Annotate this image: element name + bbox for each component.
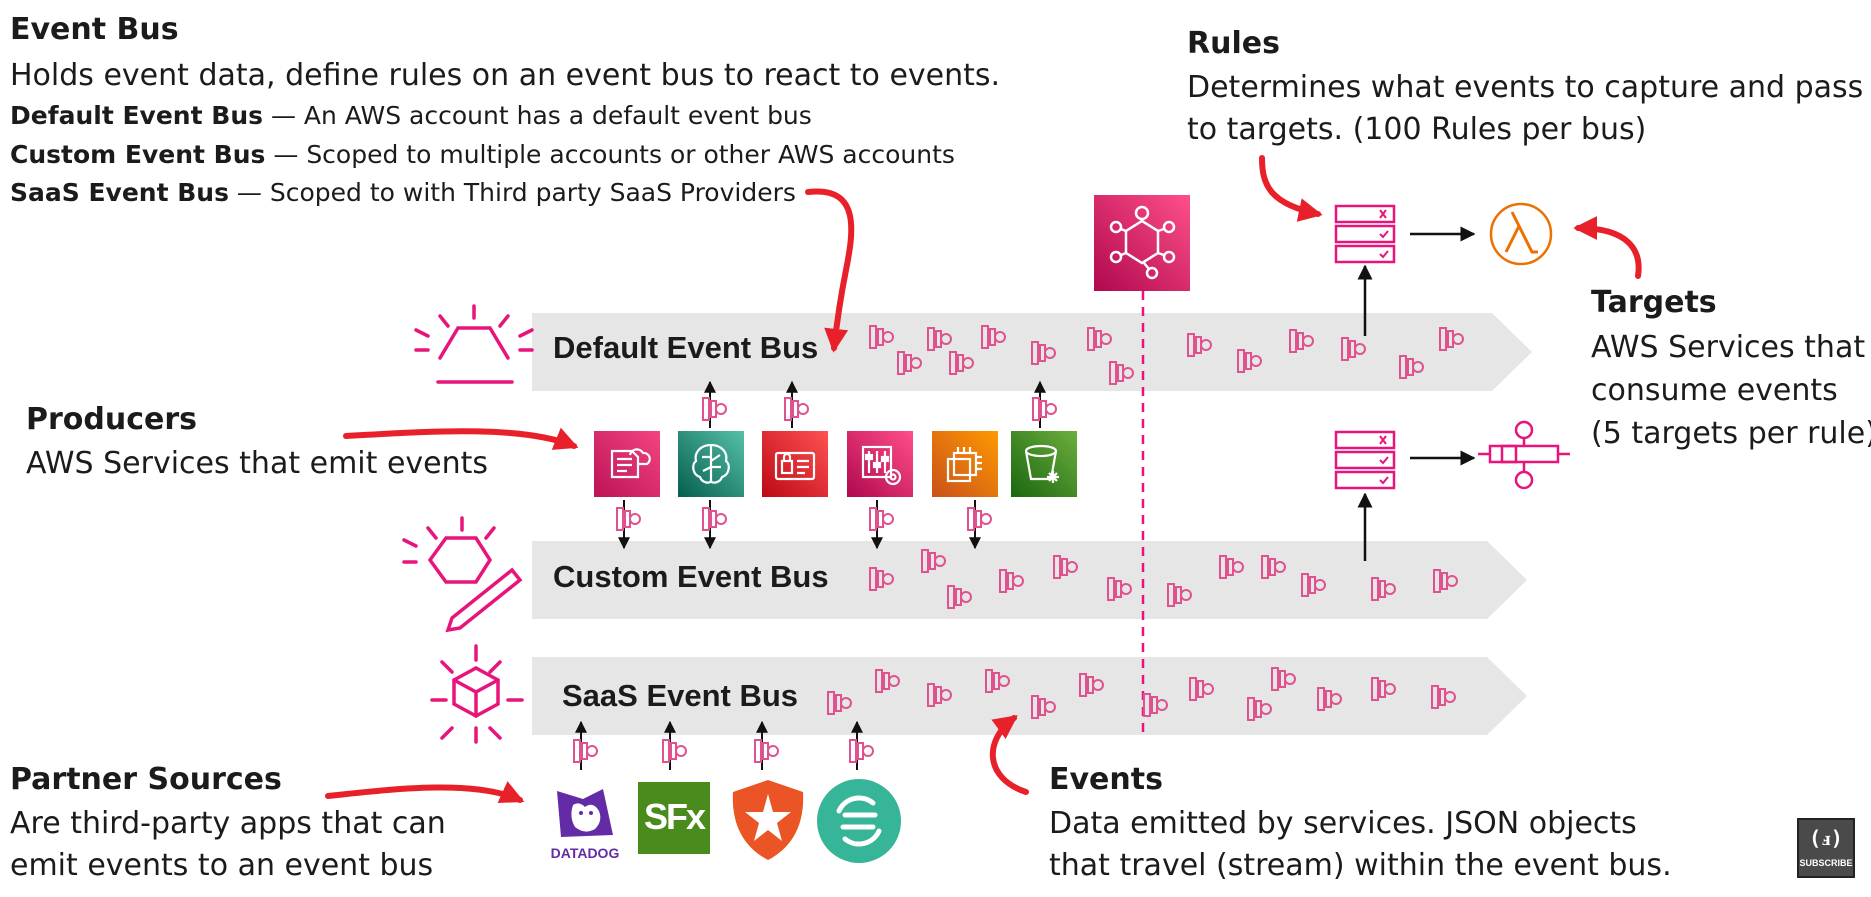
events-callout-arrow xyxy=(989,715,1029,795)
events-title: Events xyxy=(1049,762,1163,797)
custom-event-bus-band xyxy=(532,541,1527,619)
ec2-icon xyxy=(932,431,998,497)
step-functions-icon xyxy=(1478,420,1570,490)
targets-desc-line-2: consume events xyxy=(1591,373,1838,408)
rules-title: Rules xyxy=(1187,26,1280,61)
custom-bus-glyph xyxy=(402,516,523,633)
eventbridge-icon xyxy=(1094,195,1190,291)
producers-description: AWS Services that emit events xyxy=(26,446,489,481)
partner-callout-arrow xyxy=(325,781,525,803)
rule-icon-top xyxy=(1334,204,1396,264)
saas-event-bus-label: SaaS Event Bus xyxy=(562,678,799,713)
events-desc-line-2: that travel (stream) within the event bu… xyxy=(1049,848,1672,883)
custom-bus-events xyxy=(869,549,1458,609)
auth0-icon xyxy=(729,778,807,862)
lambda-icon xyxy=(1489,202,1553,266)
rules-desc-line-2: to targets. (100 Rules per bus) xyxy=(1187,112,1647,147)
fcc-logo-icon: (ⅎ) xyxy=(1809,826,1843,850)
rules-desc-line-1: Determines what events to capture and pa… xyxy=(1187,70,1864,105)
saas-event-bus-band xyxy=(532,657,1527,735)
cloudtrail-icon xyxy=(594,431,660,497)
producer-to-default-arrows xyxy=(704,380,1046,428)
sagemaker-icon xyxy=(678,431,744,497)
default-bus-line: Default Event Bus — An AWS account has a… xyxy=(10,101,812,130)
custom-event-bus-label: Custom Event Bus xyxy=(553,559,829,594)
s3-glacier-icon xyxy=(1011,431,1077,497)
default-bus-glyph xyxy=(414,304,534,384)
partner-sources-title: Partner Sources xyxy=(10,762,282,797)
signalfx-icon: SFx xyxy=(638,782,710,854)
default-bus-desc: — An AWS account has a default event bus xyxy=(263,101,812,130)
partner-desc-line-1: Are third-party apps that can xyxy=(10,806,446,841)
datadog-wordmark: DATADOG xyxy=(550,845,620,861)
custom-bus-line: Custom Event Bus — Scoped to multiple ac… xyxy=(10,140,955,169)
producer-to-custom-arrows xyxy=(618,500,981,550)
subscribe-badge[interactable]: (ⅎ) SUBSCRIBE xyxy=(1797,818,1855,878)
events-desc-line-1: Data emitted by services. JSON objects xyxy=(1049,806,1637,841)
producers-title: Producers xyxy=(26,402,198,437)
rules-callout-arrow xyxy=(1259,155,1323,222)
event-bus-callout-arrow xyxy=(805,188,855,353)
partner-to-saas-arrows xyxy=(575,720,863,770)
saas-bus-name: SaaS Event Bus xyxy=(10,178,229,207)
rule-icon-bottom xyxy=(1334,430,1396,490)
default-event-bus-label: Default Event Bus xyxy=(553,330,819,365)
saas-bus-glyph xyxy=(430,644,524,744)
targets-callout-arrow xyxy=(1573,216,1642,279)
systems-manager-icon xyxy=(847,431,913,497)
event-bus-title: Event Bus xyxy=(10,12,179,47)
datadog-icon: DATADOG xyxy=(551,787,619,863)
event-bus-description: Holds event data, define rules on an eve… xyxy=(10,58,1001,93)
certificate-manager-icon xyxy=(762,431,828,497)
partner-desc-line-2: emit events to an event bus xyxy=(10,848,434,883)
default-bus-name: Default Event Bus xyxy=(10,101,263,130)
targets-title: Targets xyxy=(1591,285,1717,320)
red-annotation-arrows xyxy=(325,155,1642,803)
subscribe-label: SUBSCRIBE xyxy=(1799,858,1853,868)
producers-callout-arrow xyxy=(343,427,579,450)
saas-bus-line: SaaS Event Bus — Scoped to with Third pa… xyxy=(10,178,796,207)
saas-bus-desc: — Scoped to with Third party SaaS Provid… xyxy=(228,178,796,207)
saas-bus-events xyxy=(827,667,1456,721)
custom-bus-name: Custom Event Bus xyxy=(10,140,266,169)
custom-bus-desc: — Scoped to multiple accounts or other A… xyxy=(265,140,955,169)
segment-icon xyxy=(817,779,901,863)
default-bus-events xyxy=(869,325,1464,385)
targets-desc-line-1: AWS Services that xyxy=(1591,330,1866,365)
targets-desc-line-3: (5 targets per rule) xyxy=(1591,416,1871,451)
signalfx-wordmark: SFx xyxy=(643,796,706,837)
